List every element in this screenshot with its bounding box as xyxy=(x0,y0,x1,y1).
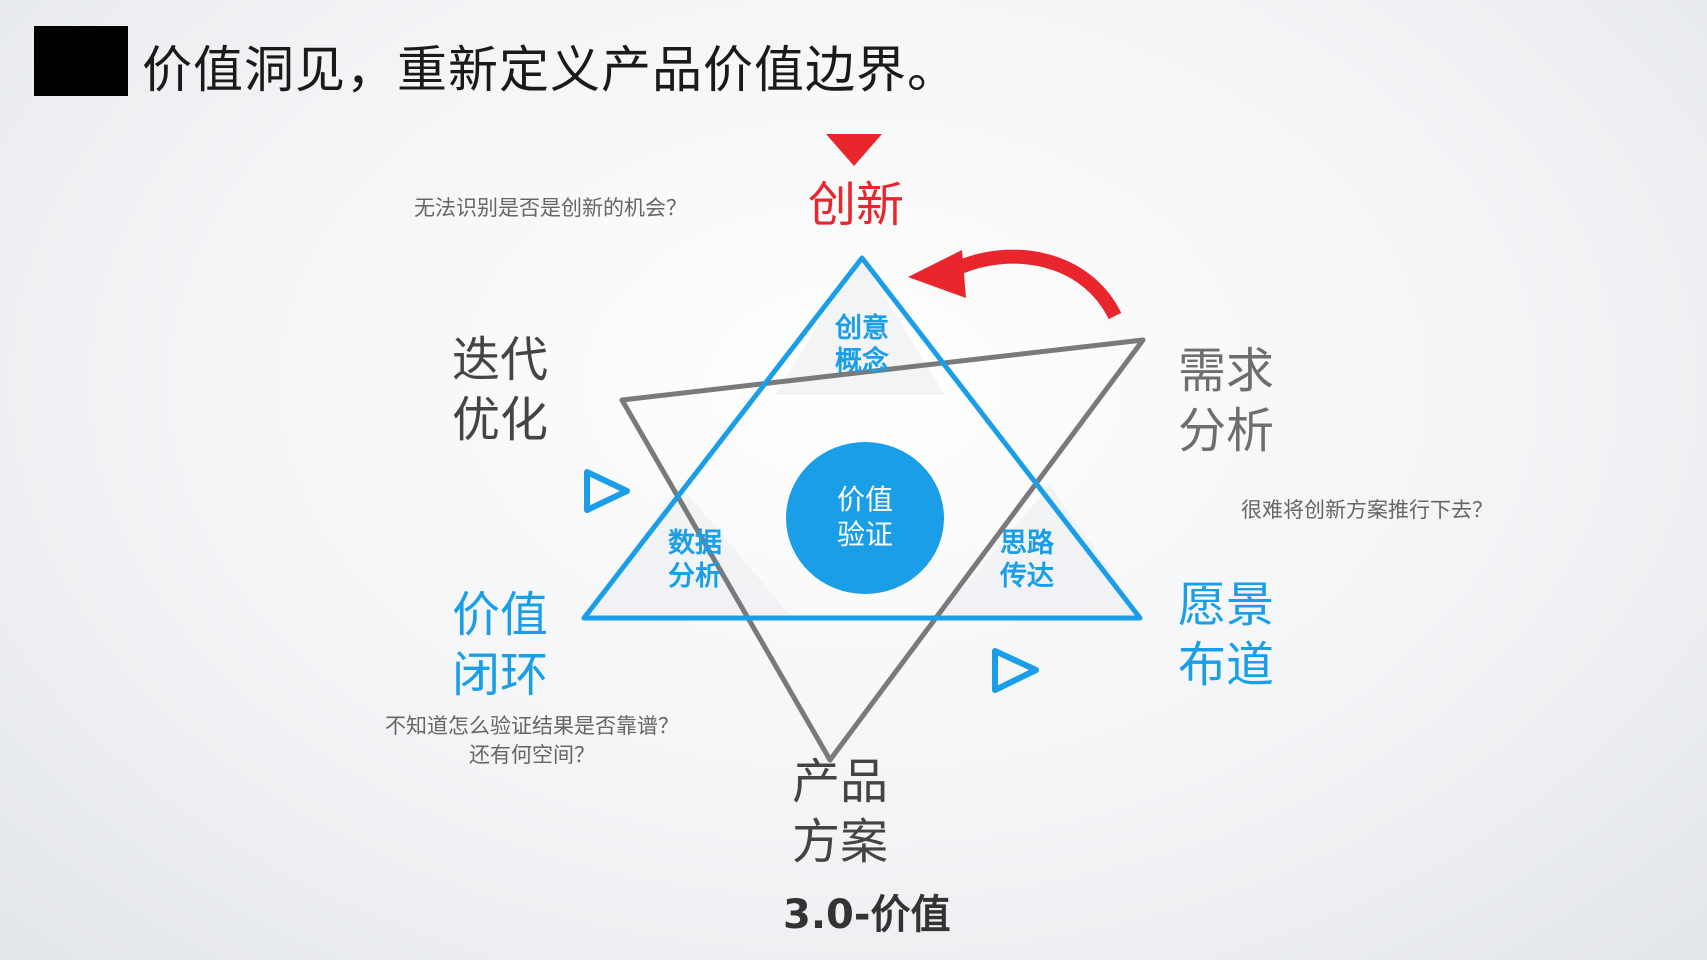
inner-right-label: 思路 传达 xyxy=(977,527,1077,593)
center-label-line1: 价值 xyxy=(836,483,893,516)
inner-left-line1: 数据 xyxy=(668,528,722,559)
label-value-loop: 价值 闭环 xyxy=(452,585,548,705)
label-iterate-optimize: 迭代 优化 xyxy=(452,330,548,450)
label-vision-line2: 布道 xyxy=(1178,637,1275,693)
label-iterate-line2: 优化 xyxy=(452,392,549,448)
center-circle xyxy=(786,442,944,594)
blue-play-icon-right xyxy=(992,648,1039,693)
inner-top-zone xyxy=(775,257,945,395)
inner-right-zone xyxy=(940,485,1140,615)
question-innovation: 无法识别是否是创新的机会？ xyxy=(414,196,687,220)
center-label: 价值 验证 xyxy=(786,482,944,552)
label-product-solution: 产品 方案 xyxy=(792,752,888,872)
label-product-line1: 产品 xyxy=(792,754,889,810)
red-arrow-head xyxy=(908,250,966,298)
label-requirement-analysis: 需求 分析 xyxy=(1178,341,1274,461)
label-innovation: 创新 xyxy=(808,177,905,233)
label-vision-evangelism: 愿景 布道 xyxy=(1178,575,1274,695)
inner-right-line2: 传达 xyxy=(1000,561,1054,592)
page-title: 价值洞见，重新定义产品价值边界。 xyxy=(142,41,958,99)
inner-top-line1: 创意 xyxy=(835,313,889,344)
inner-top-line2: 概念 xyxy=(835,346,889,377)
center-label-line2: 验证 xyxy=(836,518,893,551)
question-validation-line2: 还有何空间？ xyxy=(469,743,595,767)
blue-play-icon-left xyxy=(584,469,630,513)
red-down-triangle-marker xyxy=(826,134,882,166)
version-label: 3.0-价值 xyxy=(783,892,951,938)
label-value-loop-line1: 价值 xyxy=(452,587,549,643)
title-marker-block xyxy=(34,26,128,96)
label-vision-line1: 愿景 xyxy=(1178,577,1275,633)
label-requirement-line1: 需求 xyxy=(1178,343,1275,399)
gray-triangle xyxy=(619,337,1146,763)
question-promotion: 很难将创新方案推行下去？ xyxy=(1241,498,1493,522)
label-value-loop-line2: 闭环 xyxy=(452,647,549,703)
question-validation-line1: 不知道怎么验证结果是否靠谱？ xyxy=(385,714,679,738)
label-requirement-line2: 分析 xyxy=(1178,403,1275,459)
inner-right-line1: 思路 xyxy=(1000,528,1054,559)
label-iterate-line1: 迭代 xyxy=(452,332,549,388)
question-validation: 不知道怎么验证结果是否靠谱？ 还有何空间？ xyxy=(362,712,702,770)
blue-triangle xyxy=(581,255,1143,621)
inner-left-zone xyxy=(585,485,790,615)
inner-left-label: 数据 分析 xyxy=(645,527,745,593)
label-product-line2: 方案 xyxy=(792,814,889,870)
inner-left-line2: 分析 xyxy=(668,561,722,592)
inner-top-label: 创意 概念 xyxy=(812,312,912,378)
red-curved-arrow xyxy=(955,249,1122,320)
